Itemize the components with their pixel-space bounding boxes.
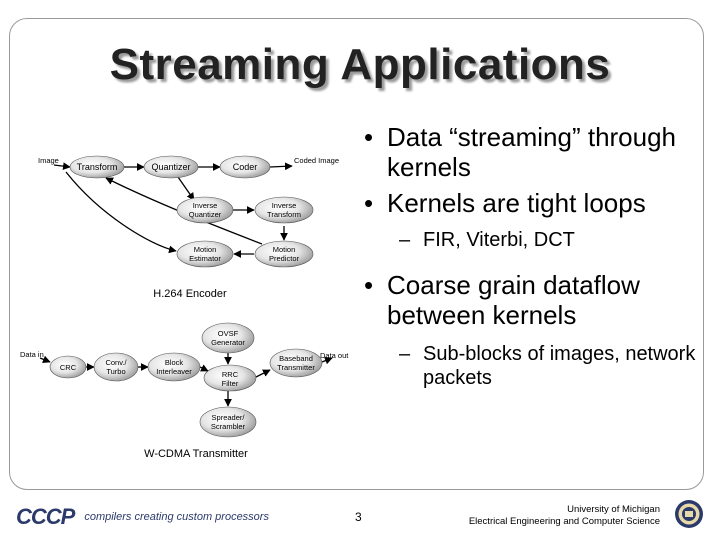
edge-baseband-output	[321, 356, 333, 365]
h264-label-motionpred-line1: Motion	[273, 245, 296, 254]
h264-input-label: Image	[38, 156, 59, 165]
bullet-dot: •	[364, 270, 374, 300]
bullet-text: Coarse grain dataflow between kernels	[387, 270, 640, 330]
wcdma-label-spreader-line2: Scrambler	[211, 422, 246, 431]
department-name: Electrical Engineering and Computer Scie…	[468, 516, 660, 527]
h264-kernel-inverse-quantizer	[176, 196, 234, 224]
edge-image-estimator	[65, 171, 177, 254]
slide-frame	[9, 18, 704, 490]
wcdma-caption: W-CDMA Transmitter	[144, 448, 248, 460]
edge-rrc-baseband	[255, 369, 271, 378]
sub-bullet-text: FIR, Viterbi, DCT	[423, 229, 575, 251]
wcdma-label-baseband-line1: Baseband	[279, 354, 313, 363]
slide-number: 3	[355, 510, 362, 524]
wcdma-label-block-line1: Block	[165, 358, 184, 367]
edge-datain-crc	[39, 355, 51, 364]
wcdma-kernel-conv-turbo	[93, 352, 139, 382]
h264-kernel-coder	[219, 155, 271, 179]
h264-label-motionpred-line2: Predictor	[269, 254, 300, 263]
wcdma-kernel-rrc-filter	[203, 364, 257, 392]
wcdma-kernel-baseband-transmitter	[269, 348, 323, 378]
edge-coder-output	[269, 162, 293, 171]
university-seal-icon	[675, 500, 703, 528]
h264-kernel-motion-predictor	[254, 240, 314, 268]
edge-block-rrc	[199, 364, 209, 372]
university-footer: University of Michigan Electrical Engine…	[469, 504, 660, 528]
bullet-dot: •	[364, 122, 374, 152]
cccp-logo-mark: CCCP	[16, 504, 75, 529]
wcdma-output-label: Data out	[320, 351, 349, 360]
bullet-dash: –	[399, 343, 411, 365]
h264-label-motionest-line1: Motion	[194, 245, 217, 254]
edge-quantizer-invquantizer	[177, 176, 195, 201]
bullet-list: • Data “streaming” through kernels • Kerne…	[357, 122, 697, 404]
bullet-dot: •	[364, 188, 374, 218]
h264-label-coder: Coder	[233, 162, 258, 172]
h264-kernel-quantizer	[143, 155, 199, 179]
h264-label-invtransform-line2: Transform	[267, 210, 301, 219]
wcdma-label-ovsf-line1: OVSF	[218, 329, 239, 338]
slide-title: Streaming Applications	[109, 40, 611, 89]
sub-bullet-item: –Sub-blocks of images, network packets	[357, 342, 697, 390]
bullet-item: • Data “streaming” through kernels	[357, 122, 697, 182]
wcdma-kernel-block-interleaver	[147, 352, 201, 382]
bullet-text: Data “streaming” through kernels	[387, 122, 677, 182]
h264-label-transform: Transform	[77, 162, 118, 172]
wcdma-label-ovsf-line2: Generator	[211, 338, 245, 347]
wcdma-label-baseband-line2: Transmitter	[277, 363, 315, 372]
sub-bullet-text: Sub-blocks of images, network packets	[423, 343, 696, 389]
wcdma-transmitter-graph: Data in Data out CRC Conv./ Turbo Block …	[20, 322, 349, 460]
cccp-logo: CCCP compilers creating custom processor…	[16, 504, 269, 530]
wcdma-label-spreader-line1: Spreader/	[212, 413, 246, 422]
h264-label-motionest-line2: Estimator	[189, 254, 221, 263]
sub-bullet-item: –FIR, Viterbi, DCT	[357, 228, 697, 252]
wcdma-label-rrc-line2: Filter	[222, 379, 239, 388]
h264-caption: H.264 Encoder	[153, 288, 227, 300]
bullet-item: • Kernels are tight loops	[357, 188, 697, 218]
edge-image-transform	[53, 162, 71, 170]
h264-label-invquant-line2: Quantizer	[189, 210, 222, 219]
h264-label-invtransform-line1: Inverse	[272, 201, 297, 210]
wcdma-label-block-line2: Interleaver	[156, 367, 192, 376]
bullet-dash: –	[399, 229, 411, 251]
bullet-text: Kernels are tight loops	[387, 188, 646, 218]
h264-kernel-transform	[69, 155, 125, 179]
cccp-logo-tagline: compilers creating custom processors	[84, 511, 269, 523]
wcdma-input-label: Data in	[20, 350, 44, 359]
wcdma-kernel-ovsf-generator	[201, 322, 255, 354]
wcdma-label-conv-line2: Turbo	[106, 367, 125, 376]
h264-kernel-motion-estimator	[176, 240, 234, 268]
h264-kernel-inverse-transform	[254, 196, 314, 224]
bullet-item: • Coarse grain dataflow between kernels	[357, 270, 697, 330]
university-name: University of Michigan	[567, 504, 660, 515]
h264-encoder-graph: Image Coded Image Transform Quantizer Co…	[38, 155, 339, 300]
wcdma-label-rrc-line1: RRC	[222, 370, 239, 379]
wcdma-kernel-crc	[49, 355, 87, 379]
wcdma-label-crc: CRC	[60, 363, 77, 372]
h264-label-invquant-line1: Inverse	[193, 201, 218, 210]
wcdma-kernel-spreader-scrambler	[199, 406, 257, 438]
h264-label-quantizer: Quantizer	[151, 162, 190, 172]
wcdma-label-conv-line1: Conv./	[105, 358, 127, 367]
h264-output-label: Coded Image	[294, 156, 339, 165]
